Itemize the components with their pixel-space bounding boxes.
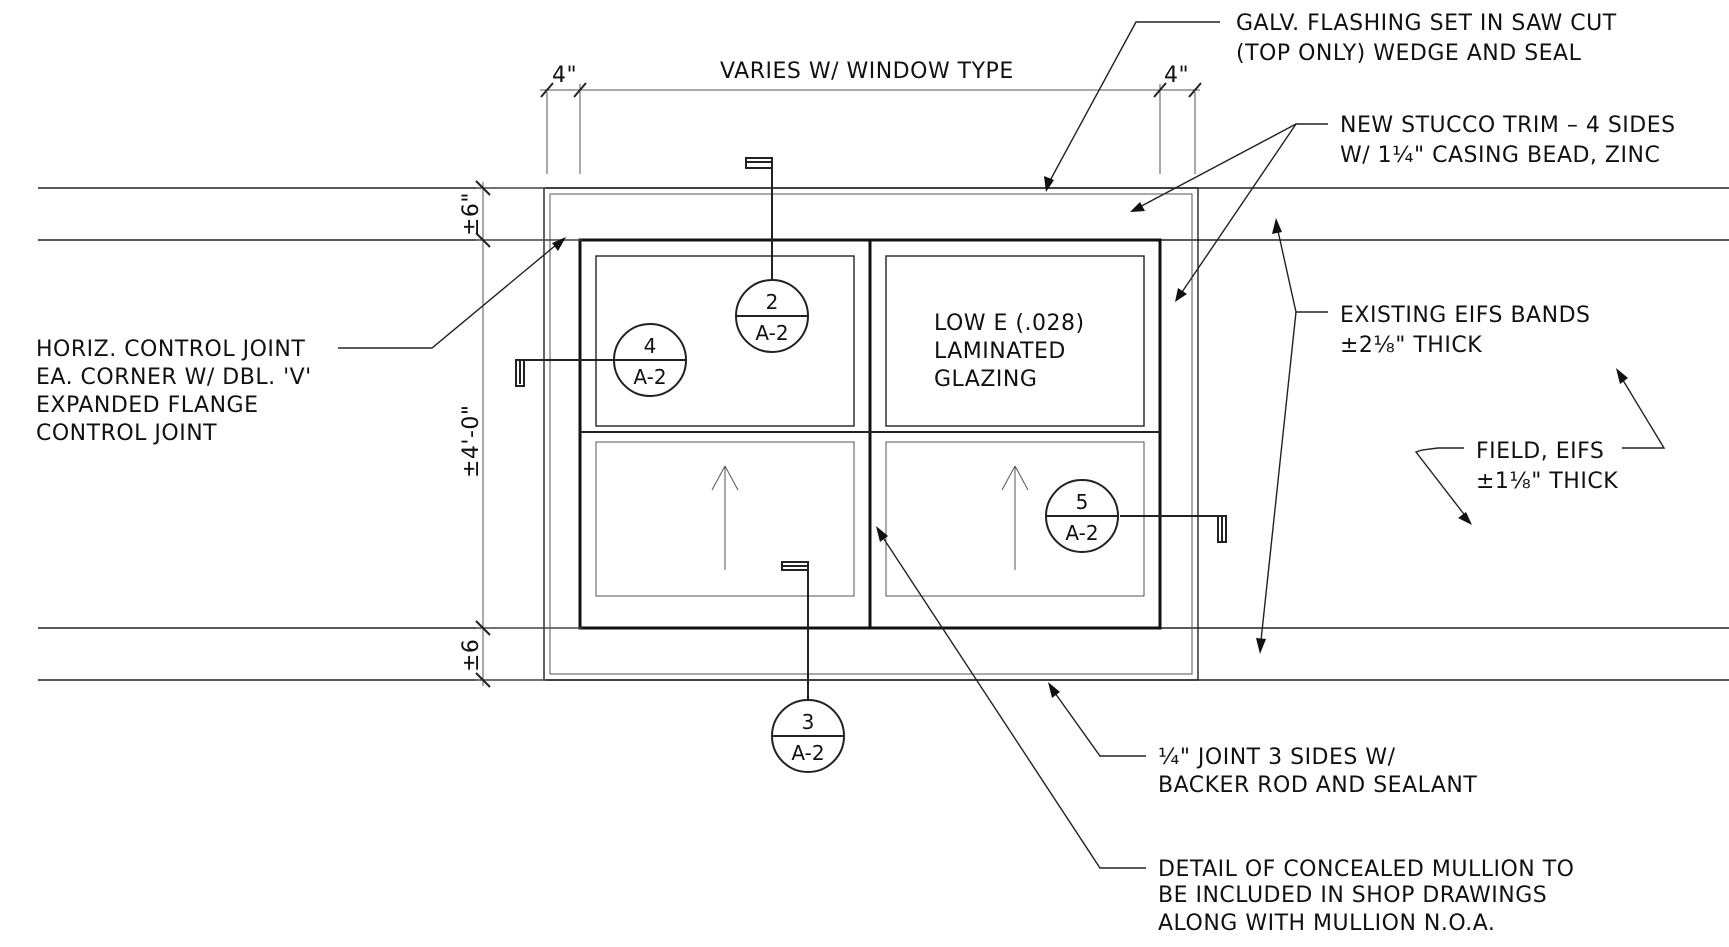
note-control-joint-line-2: EA. CORNER W/ DBL. 'V' bbox=[36, 365, 312, 390]
note-flashing-line-1: GALV. FLASHING SET IN SAW CUT bbox=[1236, 11, 1617, 36]
section-tag-3-sheet: A-2 bbox=[791, 741, 824, 765]
section-tag-3-number: 3 bbox=[802, 710, 815, 734]
leader-eifs-bands bbox=[1256, 218, 1328, 654]
leader-mullion bbox=[876, 526, 1146, 869]
note-stucco-line-1: NEW STUCCO TRIM – 4 SIDES bbox=[1340, 113, 1676, 138]
top-dimension-lines bbox=[540, 82, 1202, 174]
dimension-left-4in: 4" bbox=[552, 63, 577, 88]
leader-control-joint bbox=[338, 237, 566, 349]
dimension-bottom-6: ±6 bbox=[459, 639, 484, 672]
section-tag-2-sheet: A-2 bbox=[755, 321, 788, 345]
glazing-label-line-2: LAMINATED bbox=[934, 339, 1066, 364]
note-control-joint-line-3: EXPANDED FLANGE bbox=[36, 393, 258, 418]
section-tag-4-number: 4 bbox=[644, 334, 657, 358]
section-tag-4-sheet: A-2 bbox=[633, 365, 666, 389]
note-control-joint-line-1: HORIZ. CONTROL JOINT bbox=[36, 337, 305, 362]
note-control-joint-line-4: CONTROL JOINT bbox=[36, 421, 217, 446]
dimension-top-6in: ±6" bbox=[459, 192, 484, 236]
leader-stucco-trim bbox=[1130, 123, 1328, 302]
stucco-trim-outline bbox=[543, 187, 1199, 681]
dimension-height: ±4'-0" bbox=[459, 404, 484, 478]
leader-joint-3-sides bbox=[1048, 682, 1146, 757]
note-joint-line-2: BACKER ROD AND SEALANT bbox=[1158, 773, 1477, 798]
note-joint-line-1: ¼" JOINT 3 SIDES W/ bbox=[1158, 745, 1396, 770]
note-eifs-bands-line-2: ±2⅛" THICK bbox=[1340, 333, 1482, 358]
note-eifs-bands-line-1: EXISTING EIFS BANDS bbox=[1340, 303, 1590, 328]
operable-arrow-right bbox=[1001, 465, 1029, 570]
leader-field-eifs bbox=[1414, 368, 1666, 525]
section-tag-4[interactable] bbox=[515, 323, 687, 397]
note-mullion-line-2: BE INCLUDED IN SHOP DRAWINGS bbox=[1158, 883, 1547, 908]
eifs-band-lines bbox=[38, 187, 1729, 681]
section-tag-3[interactable] bbox=[771, 561, 845, 773]
section-tag-5-number: 5 bbox=[1076, 490, 1089, 514]
section-tag-2[interactable] bbox=[735, 157, 809, 353]
operable-arrow-left bbox=[711, 465, 739, 570]
note-field-eifs-line-2: ±1⅛" THICK bbox=[1476, 469, 1618, 494]
note-mullion-line-1: DETAIL OF CONCEALED MULLION TO bbox=[1158, 857, 1574, 882]
left-dimension-lines bbox=[475, 180, 582, 688]
section-tag-5-sheet: A-2 bbox=[1065, 521, 1098, 545]
section-tag-5[interactable] bbox=[1045, 479, 1227, 553]
glazing-label-line-3: GLAZING bbox=[934, 367, 1037, 392]
leader-flashing bbox=[1044, 21, 1220, 192]
dimension-varies: VARIES W/ WINDOW TYPE bbox=[720, 59, 1014, 84]
note-stucco-line-2: W/ 1¼" CASING BEAD, ZINC bbox=[1340, 143, 1660, 168]
dimension-right-4in: 4" bbox=[1164, 63, 1189, 88]
glazing-label-line-1: LOW E (.028) bbox=[934, 311, 1085, 336]
window-frame bbox=[578, 238, 1162, 630]
note-flashing-line-2: (TOP ONLY) WEDGE AND SEAL bbox=[1236, 41, 1582, 66]
section-tag-2-number: 2 bbox=[766, 290, 779, 314]
note-field-eifs-line-1: FIELD, EIFS bbox=[1476, 439, 1604, 464]
note-mullion-line-3: ALONG WITH MULLION N.O.A. bbox=[1158, 911, 1495, 936]
